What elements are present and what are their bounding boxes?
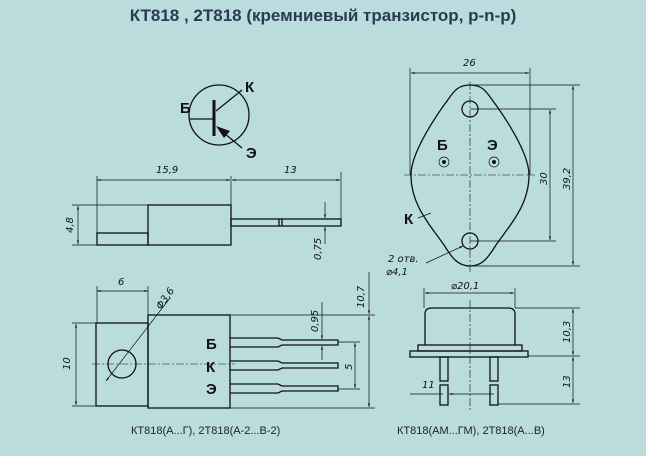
top-pin-base-label: Б [437, 137, 448, 154]
holes-note-diameter: ⌀4,1 [386, 267, 408, 278]
metal-package-side-view: ⌀20,1 11 10,3 13 КТ818(АМ...ГМ), 2Т818(А… [397, 281, 580, 437]
holes-note-count: 2 отв. [388, 254, 419, 265]
plastic-package-view: Φ3,6 6 10 Б К Э 0,95 5 10,7 КТ818(А...Г)… [62, 272, 375, 437]
metal-package-top-view: Б Э К 26 30 39,2 2 отв. ⌀4,1 [386, 58, 580, 278]
symbol-collector-label: К [245, 79, 255, 96]
dim-diameter: ⌀20,1 [451, 281, 479, 292]
dim-lead-width: 0,95 [310, 310, 321, 332]
dim-hole-diameter: Φ3,6 [154, 286, 177, 312]
pin-label-collector: К [206, 359, 216, 376]
page-title: КТ818 , 2Т818 (кремниевый транзистор, p-… [129, 6, 517, 25]
transistor-symbol: Б К Э [180, 79, 257, 162]
case-collector-label: К [404, 211, 414, 228]
dim-width: 10 [62, 357, 73, 370]
pin-label-base: Б [206, 336, 217, 353]
plastic-caption: КТ818(А...Г), 2Т818(А-2...В-2) [131, 425, 280, 437]
dim-lead-thickness: 0,75 [313, 238, 324, 260]
dim-tab: 6 [118, 277, 124, 288]
dim-body-width: 10,7 [356, 285, 367, 308]
pin-label-emitter: Э [206, 381, 217, 398]
dim-pin-spacing: 11 [422, 380, 435, 391]
metal-caption: КТ818(АМ...ГМ), 2Т818(А...В) [397, 425, 545, 437]
dim-lead-length: 13 [284, 165, 297, 176]
side-view: 15,9 13 4,8 0,75 [65, 165, 342, 260]
symbol-base-label: Б [180, 100, 191, 117]
dim-body-length: 15,9 [156, 165, 178, 176]
symbol-emitter-label: Э [246, 145, 257, 162]
dim-cap-height: 10,3 [562, 321, 573, 343]
dim-top-width: 26 [463, 58, 476, 69]
dim-lead-length-metal: 13 [562, 375, 573, 388]
dim-height: 4,8 [65, 217, 76, 233]
dim-top-length: 39,2 [562, 168, 573, 190]
dim-pitch: 5 [344, 364, 355, 370]
top-pin-emitter-label: Э [487, 137, 498, 154]
dim-holes-spacing: 30 [539, 172, 550, 185]
